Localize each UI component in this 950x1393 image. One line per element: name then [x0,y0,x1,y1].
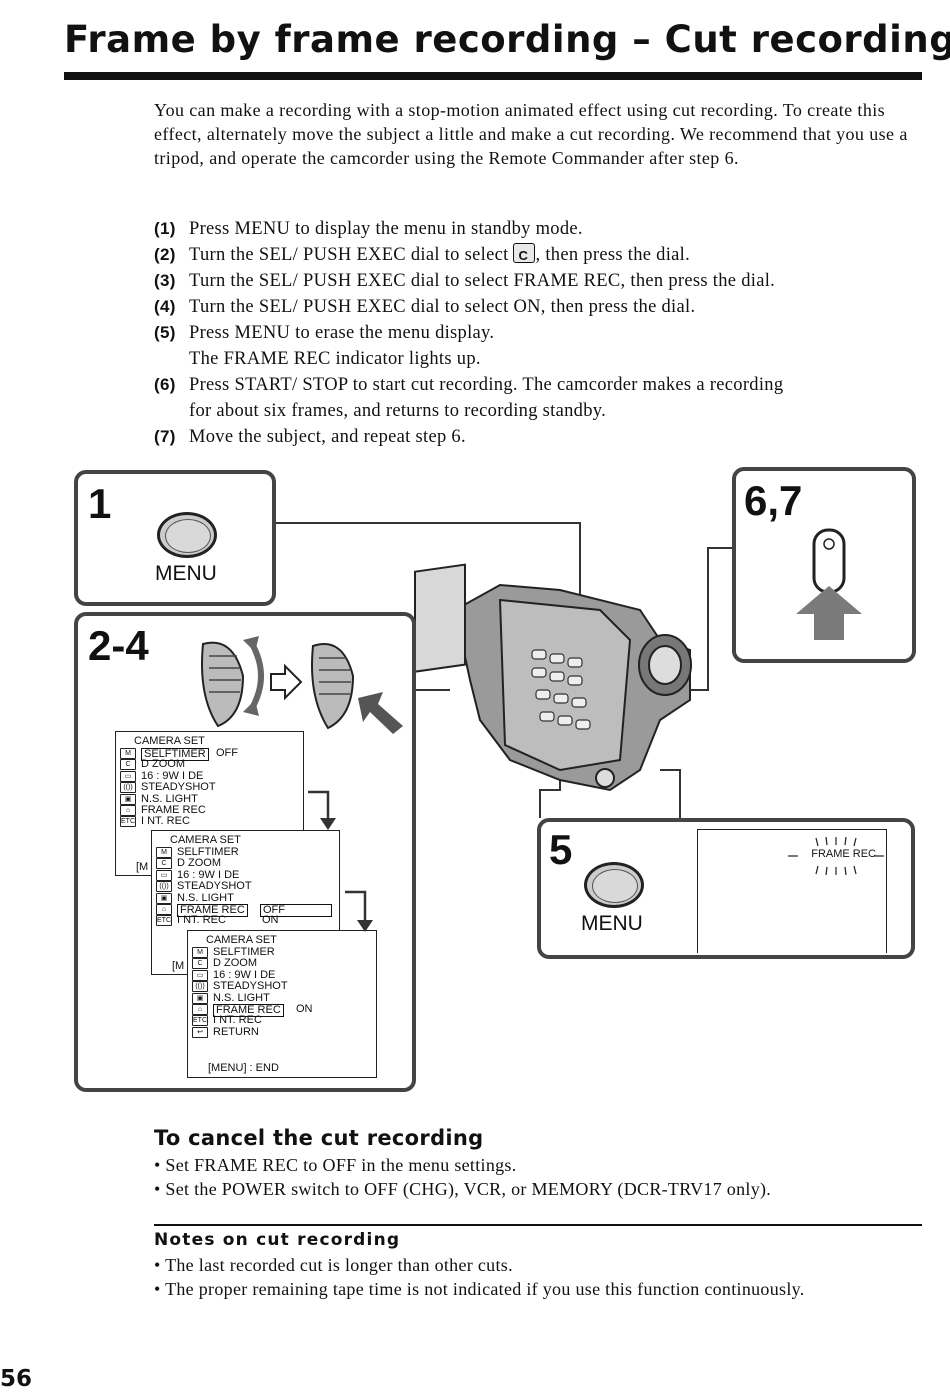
etc-icon: ETC [156,915,172,927]
start-stop-button-icon [796,528,862,640]
manual-icon: M [156,847,172,858]
menu-footer: [M [172,960,185,972]
page-title: Frame by frame recording – Cut recording [64,18,950,61]
intro-paragraph: You can make a recording with a stop-mot… [154,100,908,168]
step-1: (1)Press MENU to display the menu in sta… [154,219,583,239]
step-3: (3)Turn the SEL/ PUSH EXEC dial to selec… [154,271,776,291]
cancel-heading: To cancel the cut recording [154,1126,484,1150]
tape-icon: ▭ [192,969,208,981]
list-item: Set the POWER switch to OFF (CHG), VCR, … [154,1177,924,1201]
panel-label: 1 [88,480,112,527]
panel-label: 2-4 [88,622,149,669]
frame-rec-indicator: FRAME REC [811,848,876,860]
memory-icon: ▣ [120,793,136,805]
cancel-list: Set FRAME REC to OFF in the menu setting… [154,1153,924,1201]
menu-footer: [M [136,861,149,873]
etc-icon: ETC [120,816,136,828]
menu-button[interactable] [157,512,217,558]
menu-button[interactable] [584,862,644,908]
panel-step-1: 1 MENU [74,470,276,606]
list-item: Set FRAME REC to OFF in the menu setting… [154,1153,924,1177]
lcd-icon: (()) [120,782,136,794]
steps-list: (1)Press MENU to display the menu in sta… [154,216,924,450]
step-4: (4)Turn the SEL/ PUSH EXEC dial to selec… [154,297,696,317]
memory-icon: ▣ [156,892,172,904]
panel-label: 5 [549,826,573,873]
list-item: The proper remaining tape time is not in… [154,1277,934,1301]
toolbox-icon: ⌂ [156,904,172,915]
manual-icon: M [120,748,136,759]
panel-step-5: 5 MENU FRAME REC [537,818,915,959]
title-rule [64,72,922,80]
toolbox-icon: ⌂ [192,1004,208,1015]
list-item: The last recorded cut is longer than oth… [154,1253,934,1277]
sel-push-exec-dial-icon [201,636,403,734]
tape-icon: ▭ [120,770,136,782]
tape-icon: ▭ [156,869,172,881]
camera-set-icon: C [120,759,136,771]
etc-icon: ETC [192,1015,208,1027]
step-6: (6)Press START/ STOP to start cut record… [154,375,784,421]
blink-rays-icon [788,836,884,876]
step-2: (2)Turn the SEL/ PUSH EXEC dial to selec… [154,242,924,269]
menu-button-label: MENU [581,912,643,935]
lcd-icon: (()) [192,981,208,993]
camera-set-icon [513,243,536,269]
camera-set-icon: C [156,858,172,870]
camera-set-icon: C [192,958,208,970]
menu-button-label: MENU [155,562,217,585]
page-number: 56 [0,1366,33,1392]
step-7: (7)Move the subject, and repeat step 6. [154,427,466,447]
viewfinder-screen: FRAME REC [697,829,887,953]
step-5: (5)Press MENU to erase the menu display.… [154,323,495,369]
notes-rule [154,1224,922,1226]
memory-icon: ▣ [192,992,208,1004]
notes-list: The last recorded cut is longer than oth… [154,1253,934,1301]
menu-footer: [MENU] : END [208,1062,279,1074]
toolbox-icon: ⌂ [120,805,136,816]
lcd-icon: (()) [156,881,172,893]
panel-step-6-7: 6,7 [732,467,916,663]
notes-heading: Notes on cut recording [154,1230,401,1250]
panel-label: 6,7 [744,477,803,524]
return-icon: ↩ [192,1026,208,1038]
manual-icon: M [192,947,208,958]
